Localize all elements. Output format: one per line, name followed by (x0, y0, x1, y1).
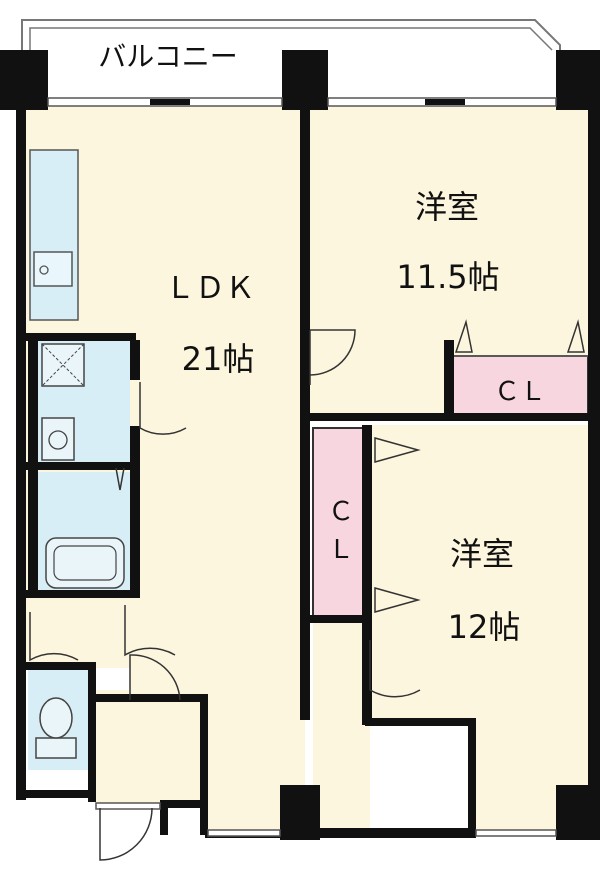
bathtub (45, 537, 125, 589)
ldk-size: 21帖 (182, 340, 255, 378)
western-room-2-floor (370, 425, 588, 835)
ldk-floor (25, 105, 305, 835)
doors (29, 319, 585, 861)
hall-floor (313, 620, 370, 835)
kitchen-counter (29, 149, 79, 321)
western-room-1-name: 洋室 (415, 188, 479, 226)
western-room-1-size: 11.5帖 (396, 258, 499, 296)
washing-machine (41, 343, 85, 387)
fixtures (35, 343, 125, 759)
kitchen-drain (39, 265, 49, 275)
closet-2-label-c: Ｃ (328, 497, 354, 527)
room-labels: ＬＤＫ 21帖 洋室 11.5帖 洋室 12帖 ＣＬ Ｃ Ｌ (165, 188, 546, 646)
ldk-name: ＬＤＫ (165, 271, 255, 306)
closet-1 (451, 355, 589, 417)
toilet-hall-floor (25, 600, 130, 668)
closet-2 (312, 427, 371, 619)
balcony-label: バルコニー (98, 40, 237, 73)
closets (312, 355, 589, 619)
room-floors (25, 105, 588, 835)
window-dark-segments (150, 99, 465, 105)
toilet-tank (35, 737, 77, 759)
closet-1-label: ＣＬ (494, 377, 546, 407)
wash-basin (41, 417, 75, 461)
western-room-2-name: 洋室 (450, 535, 514, 573)
closet-2-label-l: Ｌ (328, 535, 354, 565)
walls (0, 50, 600, 840)
western-room-2-size: 12帖 (448, 608, 521, 646)
entrance-floor (95, 700, 200, 805)
toilet-bowl (39, 697, 73, 739)
